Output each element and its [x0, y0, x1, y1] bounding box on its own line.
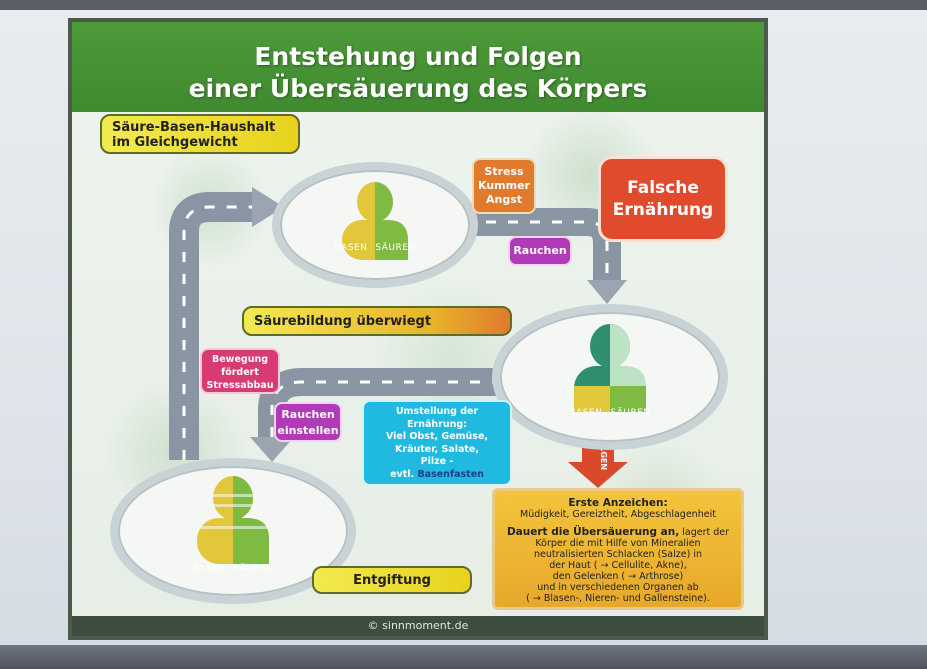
screen-top-edge: [0, 0, 927, 10]
slide: Entstehung und Folgen einer Übersäuerung…: [68, 18, 768, 640]
long-term-text6: und in verschiedenen Organen ab: [537, 582, 699, 593]
long-term-heading: Dauert die Übersäuerung an,: [506, 526, 680, 538]
long-term-text5: den Gelenken ( → Arthrose): [552, 571, 684, 582]
head-icon-acidic: [574, 324, 646, 412]
first-signs-text: Müdigkeit, Gereiztheit, Abgeschlagenheit: [520, 509, 716, 520]
head-labels-balanced: BASEN SÄUREN: [280, 242, 470, 254]
nutrition-bubble: Falsche Ernährung: [598, 156, 728, 242]
exercise-bubble: Bewegung fördert Stressabbau: [200, 348, 280, 394]
long-term-text3: neutralisierten Schlacken (Salze) in: [534, 549, 702, 560]
title-line-2: einer Übersäuerung des Körpers: [188, 74, 648, 103]
head-labels-acidic: BASEN SÄUREN: [500, 407, 720, 419]
first-signs-heading: Erste Anzeichen:: [568, 497, 668, 509]
diet-change-bubble: Umstellung der Ernährung: Viel Obst, Gem…: [362, 400, 512, 486]
diet-line1: Umstellung der: [395, 406, 479, 417]
diet-line5: Pilze -: [420, 456, 454, 467]
slide-footer: © sinnmoment.de: [72, 616, 764, 636]
exercise-line2: fördert: [221, 367, 259, 378]
stress-line3: Angst: [485, 193, 523, 206]
road-network: [169, 187, 628, 488]
quit-line2: einstellen: [277, 424, 339, 437]
nutrition-line1: Falsche: [627, 178, 699, 198]
quit-smoking-bubble: Rauchen einstellen: [274, 402, 342, 442]
diet-line3: Viel Obst, Gemüse,: [385, 431, 489, 442]
detox-label: Entgiftung: [312, 566, 472, 594]
base-label: BASEN: [192, 564, 226, 574]
acid-label: SÄUREN: [610, 408, 651, 418]
long-term-text7: ( → Blasen-, Nieren- und Gallensteine).: [526, 593, 710, 604]
follow-label: FOLGEN: [599, 434, 608, 471]
quit-line1: Rauchen: [281, 408, 335, 421]
acid-dominates-label: Säurebildung überwiegt: [242, 306, 512, 336]
screen-bottom-edge: [0, 645, 927, 669]
base-label: BASEN: [334, 243, 368, 253]
balance-label: Säure-Basen-Haushalt im Gleichgewicht: [100, 114, 300, 154]
consequences-box: Erste Anzeichen: Müdigkeit, Gereiztheit,…: [492, 488, 744, 610]
head-icon-balanced: [342, 182, 408, 260]
stress-line2: Kummer: [478, 179, 530, 192]
diet-line6: evtl. Basenfasten: [364, 469, 510, 482]
title-line-1: Entstehung und Folgen: [254, 42, 582, 71]
smoking-bubble: Rauchen: [508, 236, 572, 266]
base-label: BASEN: [569, 408, 603, 418]
long-term-text2: Körper die mit Hilfe von Mineralien: [535, 538, 701, 549]
diet-line6-prefix: evtl.: [390, 468, 418, 480]
head-labels-detox: BASEN SÄUREN: [118, 563, 348, 575]
acid-label: SÄUREN: [233, 564, 274, 574]
diet-line2: Ernährung:: [407, 418, 467, 430]
base-fasting-link: Basenfasten: [417, 468, 484, 480]
balance-label-line2: im Gleichgewicht: [112, 135, 238, 150]
long-term-text1: lagert der: [679, 527, 730, 538]
balance-label-line1: Säure-Basen-Haushalt: [112, 120, 276, 135]
head-icon-detox: [197, 476, 269, 564]
long-term-text4: der Haut ( → Cellulite, Akne),: [549, 560, 687, 571]
acid-label: SÄUREN: [375, 243, 416, 253]
exercise-line3: Stressabbau: [206, 380, 274, 391]
stress-bubble: Stress Kummer Angst: [472, 158, 536, 214]
stress-line1: Stress: [484, 165, 524, 178]
exercise-line1: Bewegung: [211, 354, 269, 365]
nutrition-line2: Ernährung: [612, 200, 714, 220]
head-circle-balanced: BASEN SÄUREN: [272, 162, 478, 288]
road-middle-arrow: [250, 437, 294, 462]
head-circle-acidic: BASEN SÄUREN: [492, 304, 728, 450]
long-term-line1: Dauert die Übersäuerung an, lagert der: [501, 526, 735, 538]
road-top-arrow: [587, 280, 627, 304]
follow-arrow-head: [568, 462, 628, 488]
road-left-arrow: [252, 187, 284, 227]
title-bar: Entstehung und Folgen einer Übersäuerung…: [72, 22, 764, 112]
diet-line4: Kräuter, Salate,: [395, 443, 479, 455]
